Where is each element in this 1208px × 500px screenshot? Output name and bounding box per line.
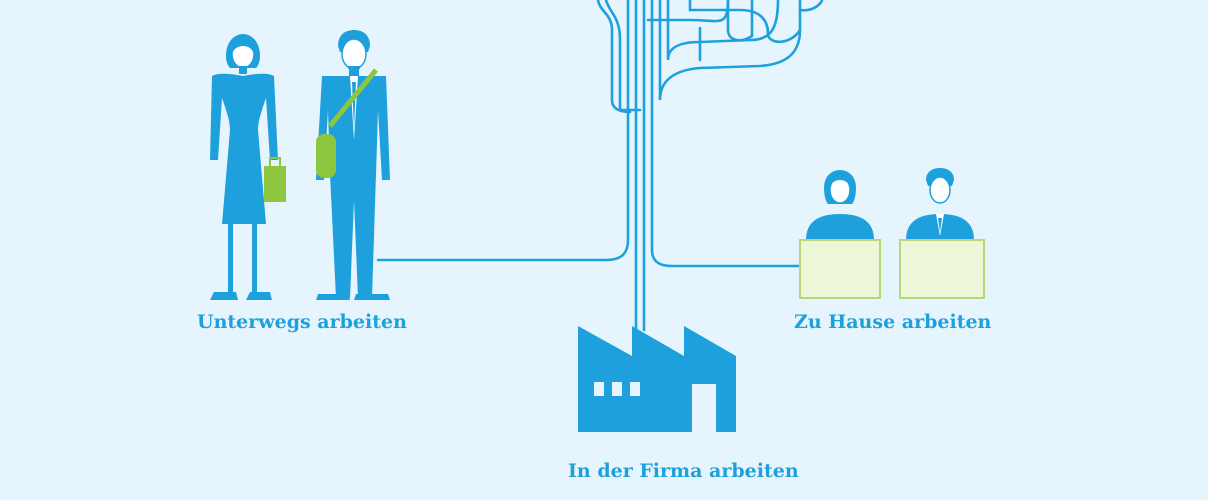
- network-lines: [376, 0, 824, 332]
- woman-standing-icon: [210, 34, 286, 300]
- man-at-desk-icon: [899, 168, 985, 299]
- factory-icon: [578, 326, 736, 432]
- man-standing-icon: [316, 30, 390, 300]
- woman-at-desk-icon: [799, 170, 881, 299]
- label-office-work: In der Firma arbeiten: [568, 460, 799, 482]
- label-mobile-work: Unterwegs arbeiten: [197, 311, 407, 333]
- label-home-work: Zu Hause arbeiten: [794, 311, 992, 333]
